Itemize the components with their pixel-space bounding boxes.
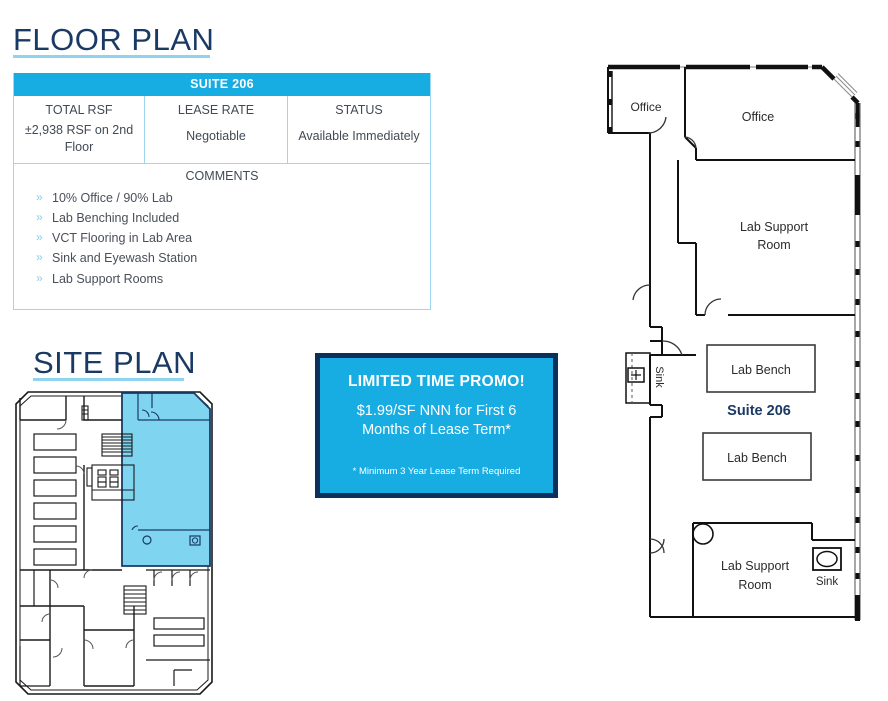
chevron-double-right-icon: » [36, 270, 43, 285]
suite-info-table: SUITE 206 TOTAL RSF ±2,938 RSF on 2nd Fl… [13, 73, 431, 310]
lab-bench-upper-label: Lab Bench [731, 363, 791, 377]
table-header-suite: SUITE 206 [14, 73, 430, 96]
lab-bench-lower-label: Lab Bench [727, 451, 787, 465]
promo-footnote: * Minimum 3 Year Lease Term Required [352, 466, 521, 478]
comment-text: 10% Office / 90% Lab [52, 190, 173, 205]
chevron-double-right-icon: » [36, 209, 43, 224]
list-item: » Lab Benching Included [36, 208, 430, 228]
table-col-status: STATUS Available Immediately [288, 96, 430, 163]
lab-support-upper-label-line2: Room [757, 238, 790, 252]
site-plan-highlight-suite [121, 392, 211, 567]
promo-title: LIMITED TIME PROMO! [347, 373, 526, 390]
table-column-row: TOTAL RSF ±2,938 RSF on 2nd Floor LEASE … [14, 96, 430, 163]
sink-left-label: Sink [653, 366, 665, 388]
promo-body: $1.99/SF NNN for First 6 Months of Lease… [320, 402, 553, 440]
sink-right-label: Sink [816, 576, 839, 588]
comment-text: VCT Flooring in Lab Area [52, 231, 193, 246]
floor-drain-fixture [692, 523, 714, 545]
lab-bench-upper-shape [706, 344, 816, 393]
lab-support-lower-label-line1: Lab Support [721, 559, 790, 573]
office-large-label: Office [742, 110, 774, 124]
comments-header: COMMENTS [14, 162, 430, 186]
sink-left-fixture [625, 352, 651, 404]
sink-right-fixture [812, 547, 842, 571]
lab-bench-lower-shape [702, 432, 812, 481]
chevron-double-right-icon: » [36, 250, 43, 265]
col-value-lease-rate: Negotiable [186, 128, 246, 143]
chevron-double-right-icon: » [36, 230, 43, 245]
col-head-status: STATUS [335, 103, 383, 117]
list-item: » Sink and Eyewash Station [36, 248, 430, 268]
comments-list: » 10% Office / 90% Lab » Lab Benching In… [14, 186, 430, 309]
col-value-status: Available Immediately [298, 128, 420, 143]
promo-banner: LIMITED TIME PROMO! $1.99/SF NNN for Fir… [315, 353, 558, 498]
site-plan-heading-underline [33, 378, 184, 381]
list-item: » VCT Flooring in Lab Area [36, 228, 430, 248]
floor-plan-heading: FLOOR PLAN [13, 22, 215, 57]
suite-number-label: Suite 206 [727, 403, 791, 419]
col-value-total-rsf: ±2,938 RSF on 2nd Floor [24, 122, 134, 154]
floor-plan-heading-underline [13, 55, 210, 58]
chevron-double-right-icon: » [36, 189, 43, 204]
comment-text: Sink and Eyewash Station [52, 251, 198, 266]
promo-line-2: Months of Lease Term* [362, 422, 511, 439]
lab-support-lower-label-line2: Room [738, 578, 771, 592]
list-item: » Lab Support Rooms [36, 269, 430, 289]
site-plan-drawing [15, 391, 213, 695]
table-col-lease-rate: LEASE RATE Negotiable [145, 96, 288, 163]
site-plan-heading: SITE PLAN [33, 345, 196, 380]
suite-floor-plan-drawing: Sink Lab Bench Lab Bench Suite 206 Lab S… [607, 64, 861, 621]
col-head-lease-rate: LEASE RATE [177, 103, 255, 117]
promo-line-1: $1.99/SF NNN for First 6 [356, 403, 517, 419]
office-small-label: Office [630, 100, 661, 114]
list-item: » 10% Office / 90% Lab [36, 188, 430, 208]
lab-support-upper-label-line1: Lab Support [740, 220, 809, 234]
comment-text: Lab Benching Included [52, 210, 180, 225]
table-col-total-rsf: TOTAL RSF ±2,938 RSF on 2nd Floor [14, 96, 145, 163]
col-head-total-rsf: TOTAL RSF [45, 103, 113, 117]
comment-text: Lab Support Rooms [52, 271, 164, 286]
